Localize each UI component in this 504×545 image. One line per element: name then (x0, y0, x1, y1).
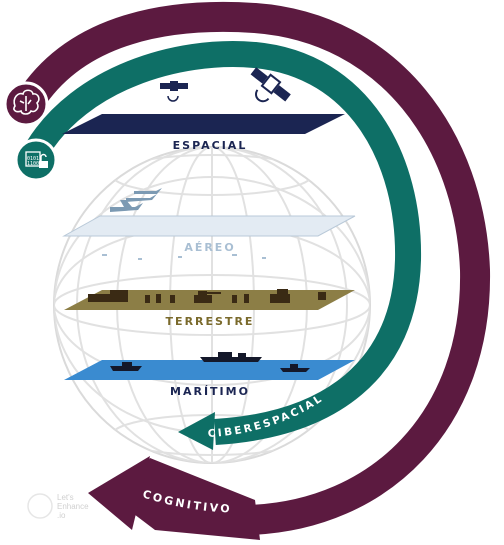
watermark: Let's Enhance .io (27, 493, 89, 520)
svg-text:0101: 0101 (27, 156, 39, 162)
watermark-line3: .io (57, 511, 66, 520)
aereo-label: AÉREO (184, 241, 235, 254)
brain-icon (13, 89, 40, 115)
cognitivo-arrow: COGNITIVO (21, 1, 491, 540)
aereo-domain: AÉREO (62, 188, 356, 260)
tank-icon (88, 289, 326, 303)
lock-icon: 0101 1100 (25, 151, 48, 168)
svg-text:1100: 1100 (27, 161, 39, 167)
ship-icon (110, 352, 310, 372)
watermark-line1: Let's (57, 493, 74, 502)
watermark-line2: Enhance (57, 502, 89, 511)
terrestre-label: TERRESTRE (166, 315, 255, 328)
lock-badge: 0101 1100 (14, 138, 58, 182)
maritimo-label: MARÍTIMO (170, 385, 250, 398)
satellite-icon (160, 81, 188, 102)
espacial-domain: ESPACIAL (62, 67, 345, 152)
brain-badge (3, 81, 49, 127)
satellite-icon (250, 67, 291, 103)
maritimo-domain: MARÍTIMO (64, 352, 355, 398)
espacial-label: ESPACIAL (173, 139, 248, 152)
terrestre-domain: TERRESTRE (64, 289, 355, 328)
